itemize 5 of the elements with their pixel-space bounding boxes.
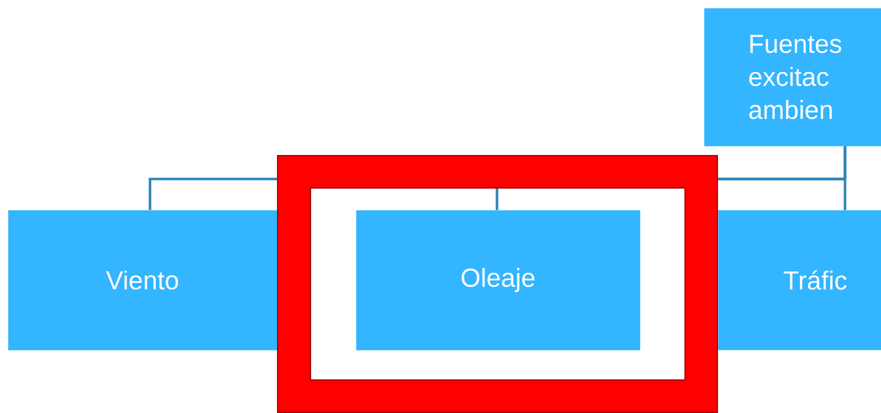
process-box: Oleaje — [356, 210, 640, 350]
connector-line — [844, 146, 846, 210]
process-box: Viento — [8, 210, 278, 350]
process-box: Tráfic — [718, 210, 881, 350]
process-box: Fuentes excitac ambien — [704, 8, 881, 146]
